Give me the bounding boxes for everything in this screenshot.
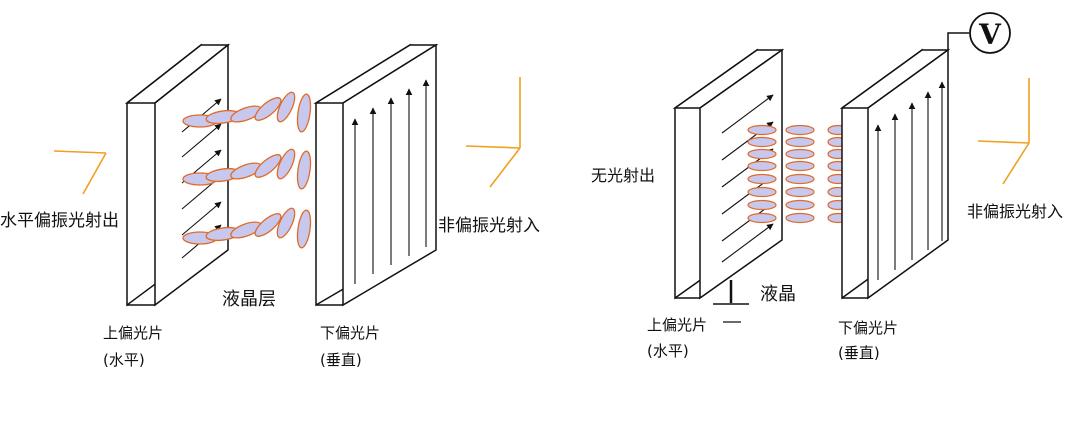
upper-polarizer-right — [672, 48, 785, 300]
ground-symbol — [713, 280, 749, 323]
lower-polarizer-orientation-left: (垂直) — [320, 351, 362, 369]
upper-polarizer-name-right: 上偏光片 — [647, 316, 707, 334]
output-label-right: 无光射出 — [591, 166, 655, 185]
liquid-crystal-molecules-left — [182, 91, 312, 249]
liquid-crystal-molecules-right — [747, 124, 849, 224]
lower-polarizer-arrows-left — [351, 79, 430, 284]
upper-polarizer-orientation-left: (水平) — [103, 351, 145, 369]
voltmeter-circle — [969, 12, 1011, 54]
lower-polarizer-orientation-right: (垂直) — [838, 344, 880, 362]
lower-polarizer-left — [313, 43, 439, 307]
input-label-right: 非偏振光射入 — [967, 202, 1063, 221]
output-label-left: 水平偏振光射出 — [0, 211, 119, 231]
voltmeter-wire — [947, 32, 969, 50]
lower-polarizer-name-right: 下偏光片 — [838, 319, 898, 337]
lower-polarizer-arrows-right — [874, 81, 946, 280]
output-axis-left — [53, 150, 107, 195]
input-axis-left — [465, 77, 521, 188]
upper-polarizer-name-left: 上偏光片 — [103, 324, 163, 342]
upper-polarizer-orientation-right: (水平) — [647, 342, 689, 360]
lower-polarizer-name-left: 下偏光片 — [320, 324, 380, 342]
voltmeter-symbol: V — [978, 18, 1002, 51]
input-label-left: 非偏振光射入 — [438, 216, 540, 236]
input-axis-right — [977, 78, 1030, 185]
lc-label-right: 液晶 — [760, 284, 796, 305]
lc-layer-label: 液晶层 — [222, 289, 276, 310]
